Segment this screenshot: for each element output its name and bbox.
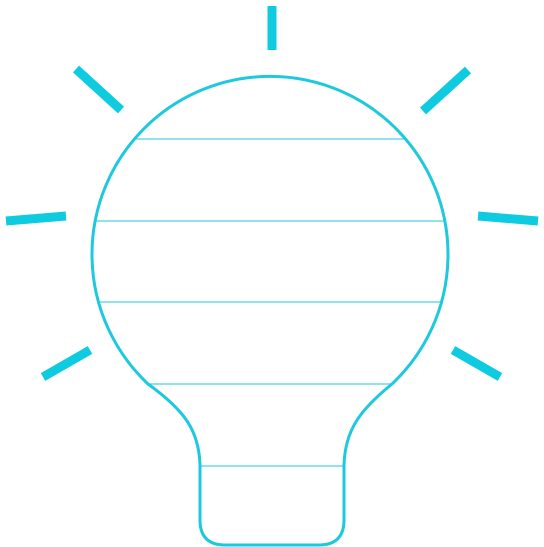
ray-lower-right (450, 346, 503, 381)
bulb-dividers (92, 138, 449, 467)
bulb-outline (90, 74, 450, 547)
ray-right (477, 211, 539, 226)
ray-upper-right (419, 66, 472, 115)
ray-upper-left (72, 65, 125, 114)
light-rays (5, 6, 539, 381)
ray-lower-left (40, 346, 93, 381)
ray-left (5, 211, 67, 226)
